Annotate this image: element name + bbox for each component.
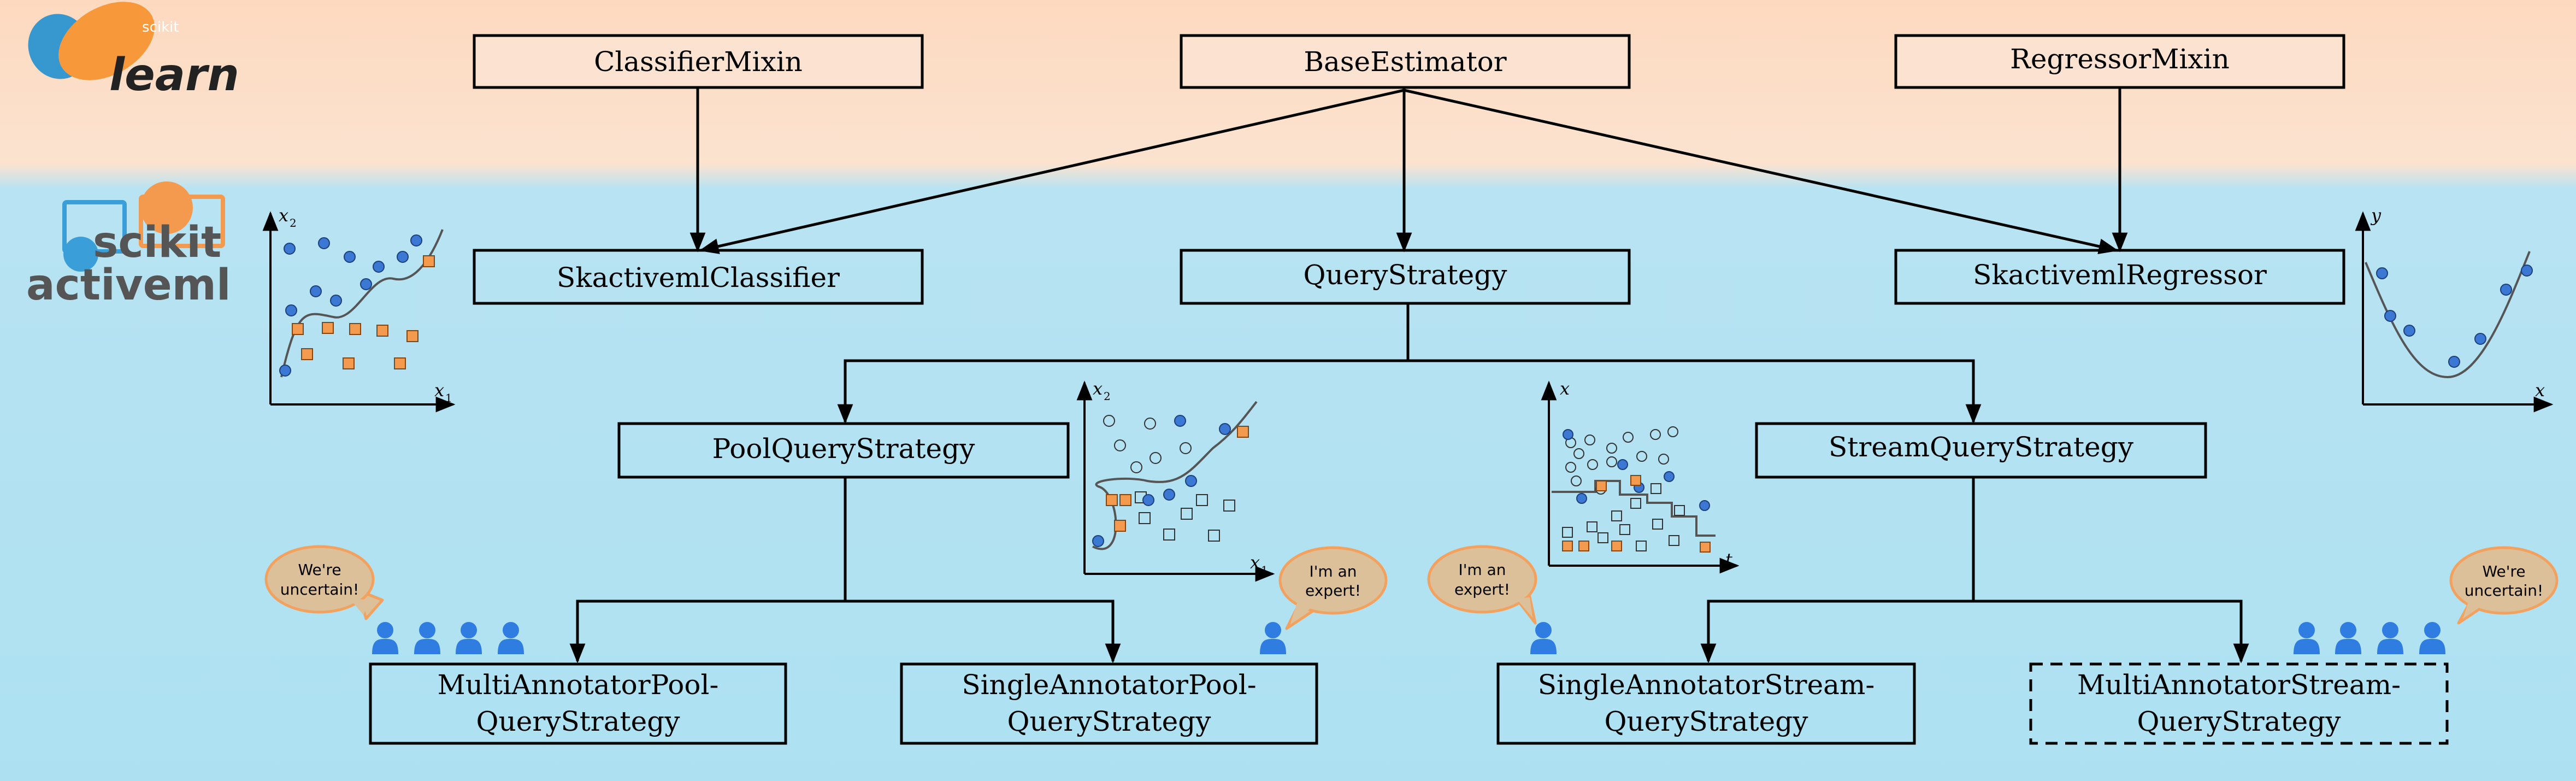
edge-querystrategy-to-pool (837, 303, 1410, 424)
node-base-estimator-label: BaseEstimator (1304, 46, 1506, 78)
regression-plot-x-label: x (2535, 380, 2545, 401)
node-single-annotator-pool-line2: QueryStrategy (1007, 706, 1212, 737)
node-single-annotator-stream-line2: QueryStrategy (1605, 706, 1809, 737)
sklearn-logo-big-text: learn (109, 49, 239, 101)
person-icon (414, 622, 440, 654)
edge-pool-to-multipool (569, 477, 847, 663)
node-skactiveml-classifier-label: SkactivemlClassifier (557, 262, 840, 293)
classification-plot: x 2 x 1 (262, 205, 456, 413)
node-multi-annotator-stream-line2: QueryStrategy (2137, 706, 2342, 737)
node-single-annotator-pool-line1: SingleAnnotatorPool- (962, 669, 1256, 701)
stream-plot: x t (1541, 378, 1740, 574)
bubble-right-expert-line2: expert! (1454, 580, 1510, 598)
edge-stream-to-multistream (1973, 600, 2249, 663)
node-query-strategy: QueryStrategy (1180, 249, 1631, 305)
sklearn-logo: scikit learn (28, 2, 239, 101)
node-single-annotator-pool: SingleAnnotatorPool- QueryStrategy (900, 662, 1318, 745)
bubble-right-uncertain-line1: We're (2482, 562, 2525, 580)
pool-plot-x-sub: 1 (1261, 563, 1268, 577)
person-icon (2377, 622, 2403, 654)
bubble-left-expert-line1: I'm an (1309, 562, 1357, 580)
annotators-multi-pool (372, 622, 524, 654)
pool-plot-y-sub: 2 (1104, 390, 1111, 403)
skactiveml-logo-line1: scikit (93, 218, 221, 267)
person-icon (456, 622, 482, 654)
node-multi-annotator-stream: MultiAnnotatorStream- QueryStrategy (2029, 662, 2449, 745)
person-icon (2294, 622, 2320, 654)
node-query-strategy-label: QueryStrategy (1304, 259, 1508, 291)
sklearn-logo-small-text: scikit (142, 19, 179, 36)
edge-pool-to-singlepool (845, 600, 1121, 663)
classification-plot-y-label: x (279, 205, 288, 226)
pool-plot-x-label: x (1250, 552, 1260, 573)
bubble-right-uncertain: We're uncertain! (2449, 546, 2559, 625)
bubble-left-uncertain-line2: uncertain! (280, 580, 359, 598)
node-skactiveml-classifier: SkactivemlClassifier (473, 249, 924, 305)
person-icon (372, 622, 398, 654)
bubble-right-expert-line1: I'm an (1458, 561, 1506, 579)
node-skactiveml-regressor: SkactivemlRegressor (1894, 249, 2345, 305)
skactiveml-logo: scikit activeml (26, 181, 231, 310)
pool-plot-y-label: x (1093, 378, 1103, 399)
stream-plot-x-label: t (1725, 549, 1732, 570)
node-multi-annotator-stream-line1: MultiAnnotatorStream- (2077, 669, 2401, 701)
connectors (569, 87, 2249, 663)
pool-plot: x 2 x 1 (1076, 378, 1275, 582)
bubble-left-expert: I'm an expert! (1278, 546, 1388, 630)
person-icon (1530, 622, 1557, 654)
bubble-left-expert-line2: expert! (1305, 582, 1361, 600)
edge-baseestimator-to-regressor (1404, 89, 2119, 254)
edge-querystrategy-to-stream (1408, 359, 1982, 424)
regression-plot: y x (2355, 205, 2554, 413)
node-stream-query-strategy-label: StreamQueryStrategy (1829, 431, 2134, 463)
classification-plot-x-sub: 1 (445, 391, 452, 404)
node-single-annotator-stream-line1: SingleAnnotatorStream- (1538, 669, 1875, 701)
node-multi-annotator-pool: MultiAnnotatorPool- QueryStrategy (369, 662, 787, 745)
person-icon (2419, 622, 2445, 654)
node-stream-query-strategy: StreamQueryStrategy (1755, 422, 2207, 479)
person-icon (498, 622, 524, 654)
node-base-estimator: BaseEstimator (1180, 34, 1631, 89)
bubble-left-uncertain: We're uncertain! (264, 545, 384, 620)
edge-baseestimator-to-classifier (699, 89, 1405, 254)
person-icon (1260, 622, 1286, 654)
node-single-annotator-stream: SingleAnnotatorStream- QueryStrategy (1496, 662, 1916, 745)
annotators-multi-stream (2294, 622, 2445, 654)
bubble-left-uncertain-line1: We're (298, 561, 341, 579)
annotator-single-pool (1260, 622, 1286, 654)
node-multi-annotator-pool-line1: MultiAnnotatorPool- (438, 669, 719, 701)
node-regressor-mixin: RegressorMixin (1894, 34, 2345, 89)
node-classifier-mixin: ClassifierMixin (473, 34, 924, 89)
node-pool-query-strategy-label: PoolQueryStrategy (712, 433, 975, 465)
bubble-right-uncertain-line2: uncertain! (2465, 582, 2544, 600)
stream-plot-y-label: x (1560, 378, 1570, 399)
node-pool-query-strategy: PoolQueryStrategy (617, 422, 1070, 479)
node-multi-annotator-pool-line2: QueryStrategy (476, 706, 681, 737)
classification-plot-y-sub: 2 (290, 216, 297, 230)
skactiveml-logo-line2: activeml (26, 261, 231, 310)
node-classifier-mixin-label: ClassifierMixin (594, 46, 803, 78)
annotator-single-stream (1530, 622, 1557, 654)
node-regressor-mixin-label: RegressorMixin (2010, 43, 2230, 75)
node-skactiveml-regressor-label: SkactivemlRegressor (1973, 259, 2267, 291)
classification-plot-x-label: x (434, 380, 444, 401)
bubble-right-expert: I'm an expert! (1427, 545, 1537, 625)
regression-plot-y-label: y (2370, 205, 2382, 226)
person-icon (2335, 622, 2361, 654)
edge-stream-to-singlestream (1700, 477, 1975, 663)
